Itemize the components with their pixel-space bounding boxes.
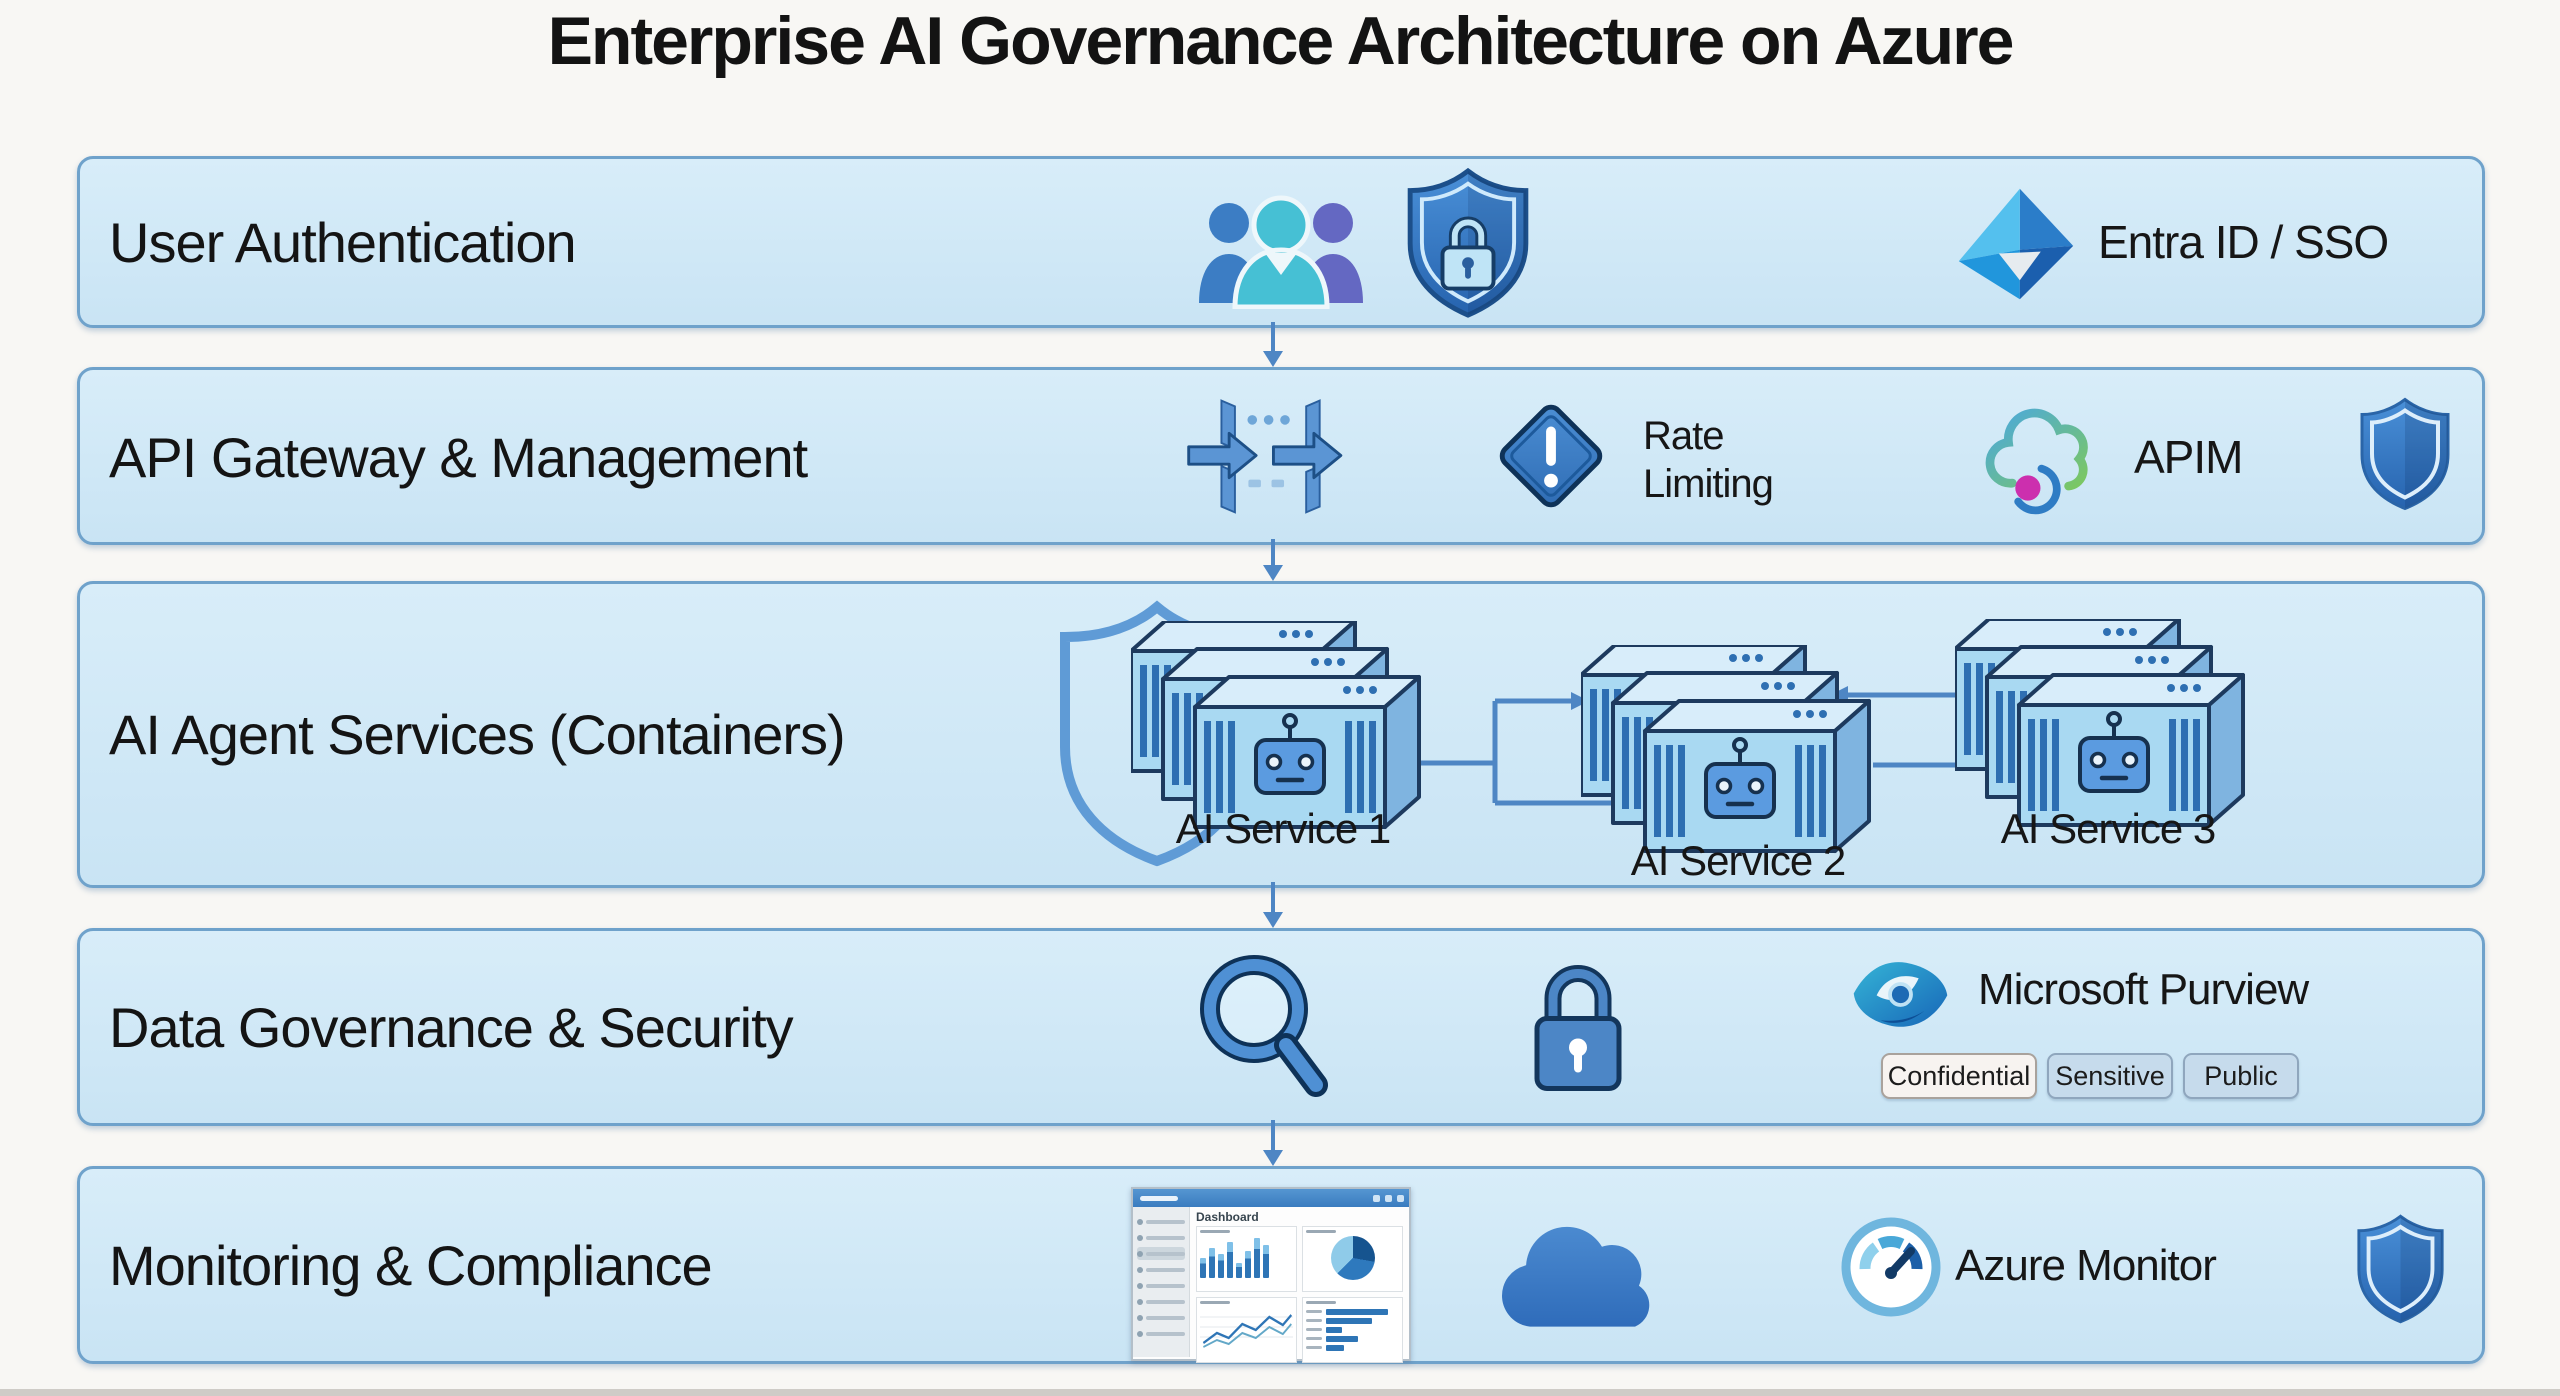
layer-label: User Authentication: [109, 211, 577, 274]
warning-diamond-icon: [1499, 404, 1603, 508]
sidebar-item: [1137, 1327, 1185, 1340]
sidebar-item: [1137, 1263, 1185, 1276]
tag-confidential: Confidential: [1881, 1053, 2037, 1099]
entra-id-label: Entra ID / SSO: [2098, 216, 2389, 268]
bottom-edge: [0, 1389, 2560, 1396]
container-stack-service2: [1581, 645, 1871, 855]
arrow-layer3-to-layer4: [1263, 882, 1283, 928]
shield-lock-icon: [1407, 167, 1529, 318]
layer-user-authentication: User Authentication Entra ID: [77, 156, 2485, 328]
dashboard-title-pill: [1140, 1195, 1178, 1201]
user-group-icon: [1199, 195, 1363, 309]
apim-label: APIM: [2134, 431, 2243, 483]
sidebar-item-active: [1137, 1247, 1185, 1260]
purview-icon: [1853, 962, 1948, 1027]
container-stack-service3: [1955, 619, 2245, 829]
service-label-1: AI Service 1: [1175, 805, 1391, 852]
purview-label: Microsoft Purview: [1978, 965, 2309, 1014]
shield-icon: [2356, 1214, 2445, 1324]
arrow-layer4-to-layer5: [1263, 1120, 1283, 1166]
layer-label: API Gateway & Management: [109, 426, 808, 489]
window-icon: [1385, 1194, 1392, 1202]
sidebar-item: [1137, 1215, 1185, 1228]
gauge-icon: [1841, 1217, 1941, 1317]
bar-chart-panel: [1196, 1226, 1297, 1292]
entra-id-icon: [1958, 188, 2074, 300]
service-label-2: AI Service 2: [1630, 837, 1846, 884]
lock-icon: [1534, 965, 1622, 1091]
sidebar-item: [1137, 1295, 1185, 1308]
sidebar-item: [1137, 1279, 1185, 1292]
azure-monitor-label: Azure Monitor: [1955, 1241, 2217, 1290]
sidebar-item: [1137, 1231, 1185, 1244]
sidebar-item: [1137, 1311, 1185, 1324]
dashboard-window: Dashboard: [1131, 1187, 1411, 1363]
arrow-layer1-to-layer2: [1263, 322, 1283, 367]
page-title: Enterprise AI Governance Architecture on…: [547, 3, 2015, 79]
dashboard-titlebar: [1133, 1189, 1409, 1207]
layer-data-governance: Data Governance & Security Microsoft Pur…: [77, 928, 2485, 1126]
window-icon: [1373, 1194, 1380, 1202]
shield-icon: [2360, 397, 2450, 511]
arrow-layer2-to-layer3: [1263, 539, 1283, 581]
line-chart-panel: [1196, 1297, 1297, 1363]
tag-public: Public: [2183, 1053, 2299, 1099]
layer-ai-agent-services: AI Agent Services (Containers) A: [77, 581, 2485, 888]
container-stack-service1: [1131, 621, 1421, 831]
dashboard-sidebar: [1133, 1207, 1190, 1357]
layer-monitoring: Monitoring & Compliance: [77, 1166, 2485, 1364]
tag-sensitive: Sensitive: [2047, 1053, 2173, 1099]
layer-label: Data Governance & Security: [109, 996, 794, 1059]
api-gateway-icon: [1187, 399, 1343, 514]
apim-cloud-icon: [1985, 408, 2088, 515]
cloud-icon: [1502, 1226, 1650, 1327]
pie-chart-panel: [1302, 1226, 1403, 1292]
layer-label: Monitoring & Compliance: [109, 1234, 713, 1297]
layer-api-gateway: API Gateway & Management Rate Limiting: [77, 367, 2485, 545]
pie-chart: [1330, 1236, 1375, 1280]
layer-label: AI Agent Services (Containers): [109, 703, 846, 766]
dashboard-heading: Dashboard: [1196, 1210, 1259, 1224]
window-icon: [1397, 1194, 1404, 1202]
hbar-chart-panel: [1302, 1297, 1403, 1363]
service-label-3: AI Service 3: [2000, 805, 2216, 852]
rate-limiting-label: Rate Limiting: [1643, 414, 1774, 506]
magnifier-icon: [1200, 955, 1328, 1097]
line-chart: [1200, 1314, 1293, 1348]
